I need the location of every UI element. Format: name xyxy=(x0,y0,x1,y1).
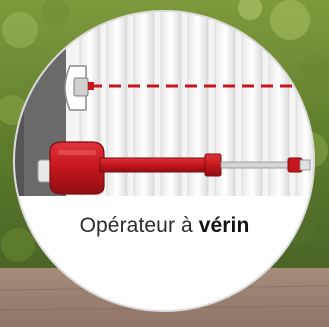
caption-emphasis: vérin xyxy=(199,214,250,237)
caption-prefix: Opérateur à xyxy=(80,214,193,237)
caption: Opérateur à vérin xyxy=(0,214,329,238)
